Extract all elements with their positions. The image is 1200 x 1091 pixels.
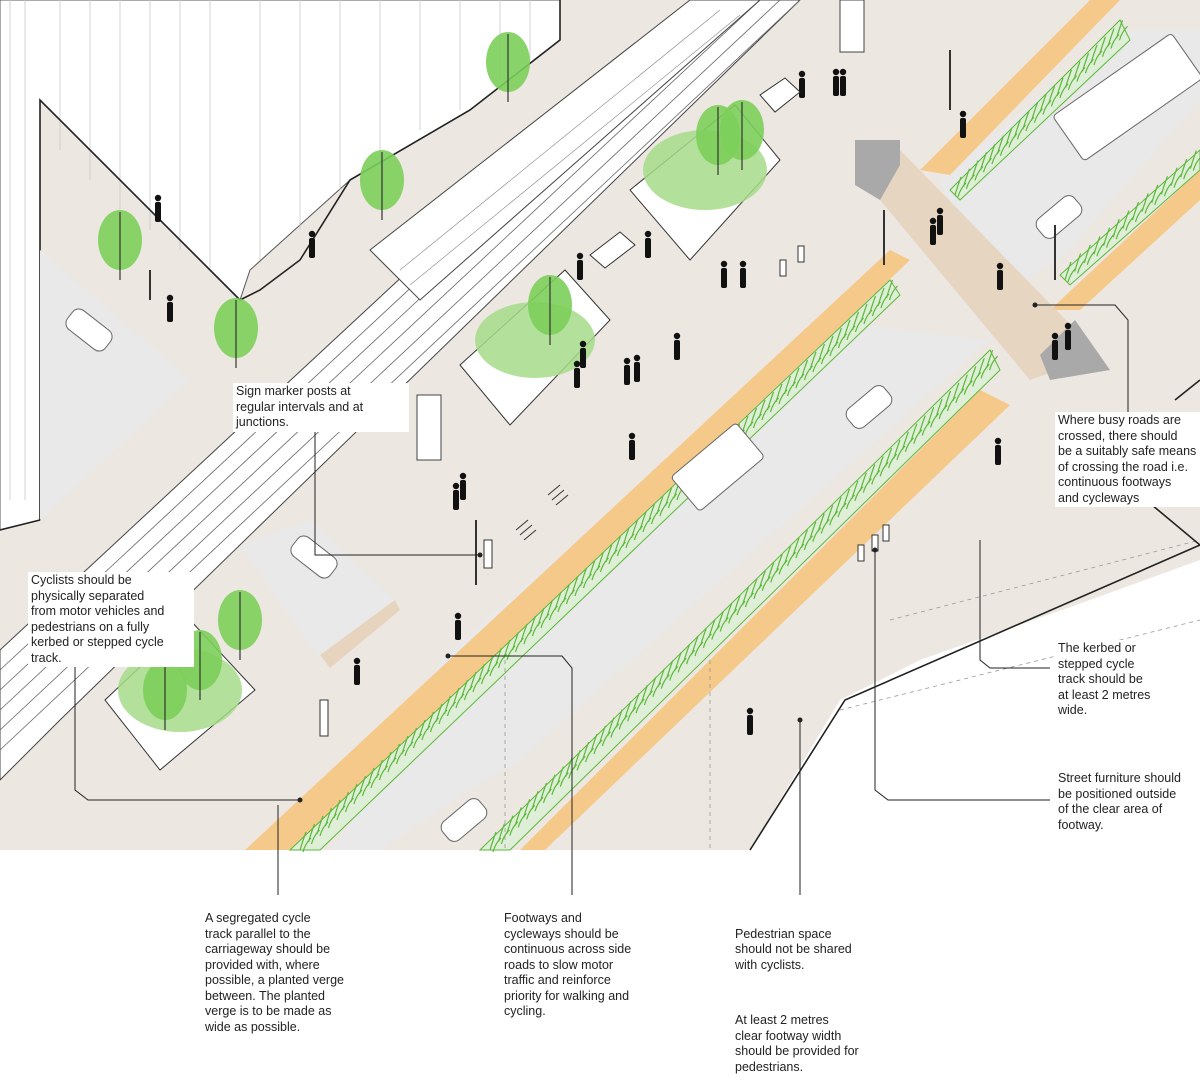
person-silhouette xyxy=(840,69,846,96)
annotation-pedestrian-space: Pedestrian space should not be shared wi… xyxy=(735,911,885,1091)
person-silhouette xyxy=(167,295,173,322)
person-silhouette xyxy=(309,231,315,258)
person-silhouette xyxy=(747,708,753,735)
street-design-isometric-diagram xyxy=(0,0,1200,1063)
person-silhouette xyxy=(645,231,651,258)
person-silhouette xyxy=(833,69,839,96)
annotation-footway-width: At least 2 metres clear footway width sh… xyxy=(735,1013,885,1075)
person-silhouette xyxy=(455,613,461,640)
person-silhouette xyxy=(574,361,580,388)
person-silhouette xyxy=(453,483,459,510)
person-silhouette xyxy=(740,261,746,288)
annotation-cyclists-separated: Cyclists should be physically separated … xyxy=(28,572,194,667)
annotation-segregated-track: A segregated cycle track parallel to the… xyxy=(205,911,385,1035)
person-silhouette xyxy=(629,433,635,460)
person-silhouette xyxy=(674,333,680,360)
annotation-pedestrian-shared: Pedestrian space should not be shared wi… xyxy=(735,927,885,974)
person-silhouette xyxy=(960,111,966,138)
person-silhouette xyxy=(997,263,1003,290)
person-silhouette xyxy=(995,438,1001,465)
person-silhouette xyxy=(721,261,727,288)
person-silhouette xyxy=(634,355,640,382)
annotation-busy-roads: Where busy roads are crossed, there shou… xyxy=(1055,412,1200,507)
person-silhouette xyxy=(580,341,586,368)
annotation-sign-posts: Sign marker posts at regular intervals a… xyxy=(233,383,409,432)
person-silhouette xyxy=(460,473,466,500)
person-silhouette xyxy=(799,71,805,98)
person-silhouette xyxy=(155,195,161,222)
person-silhouette xyxy=(1065,323,1071,350)
annotation-street-furniture: Street furniture should be positioned ou… xyxy=(1055,770,1200,834)
person-silhouette xyxy=(577,253,583,280)
person-silhouette xyxy=(1052,333,1058,360)
person-silhouette xyxy=(354,658,360,685)
person-silhouette xyxy=(624,358,630,385)
person-silhouette xyxy=(937,208,943,235)
annotation-kerbed-track: The kerbed or stepped cycle track should… xyxy=(1055,640,1181,720)
annotation-continuous-footways: Footways and cycleways should be continu… xyxy=(504,911,669,1020)
person-silhouette xyxy=(930,218,936,245)
